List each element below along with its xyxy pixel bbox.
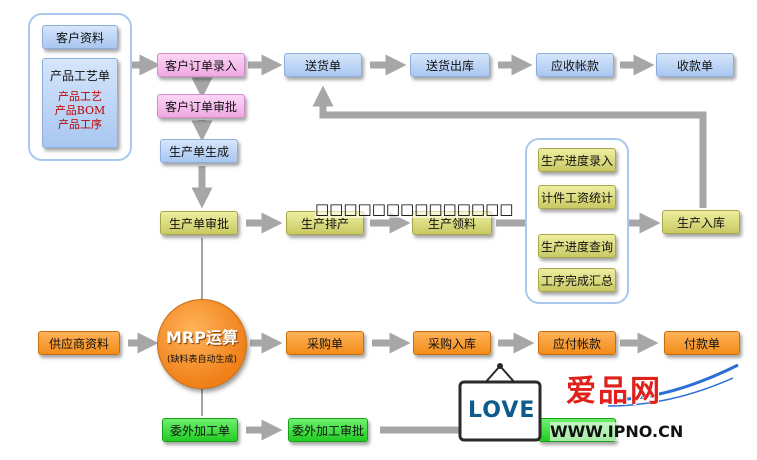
receivable-box[interactable]: 应收帐款	[536, 53, 614, 77]
site-title: 爱品网	[566, 374, 662, 409]
order-entry-label: 客户订单录入	[164, 58, 237, 73]
outsource-review-box[interactable]: 委外加工审批	[288, 418, 368, 442]
mrp-circle[interactable]: MRP运算 (缺料表自动生成)	[157, 299, 247, 389]
product-process-box[interactable]: 产品工艺单 产品工艺 产品BOM 产品工序	[42, 58, 118, 148]
payable-box[interactable]: 应付帐款	[538, 331, 616, 355]
progress-entry-box[interactable]: 生产进度录入	[538, 148, 616, 172]
customer-data-box[interactable]: 客户资料	[42, 25, 118, 49]
payable-label: 应付帐款	[552, 336, 601, 351]
order-review-box[interactable]: 客户订单审批	[157, 94, 245, 118]
product-process-line-1: 产品工艺	[58, 90, 102, 103]
outsource-order-label: 委外加工单	[169, 423, 230, 438]
purchase-order-label: 采购单	[306, 336, 343, 351]
production-generate-box[interactable]: 生产单生成	[160, 139, 238, 163]
production-approve-label: 生产单审批	[168, 216, 229, 231]
mrp-subtitle: (缺料表自动生成)	[166, 354, 238, 365]
piece-wage-box[interactable]: 计件工资统计	[538, 185, 616, 209]
supplier-box[interactable]: 供应商资料	[38, 331, 120, 355]
purchase-order-box[interactable]: 采购单	[286, 331, 364, 355]
watermark: LOVE 爱品网 WWW.IPNO.CN	[458, 360, 748, 452]
supplier-label: 供应商资料	[48, 336, 109, 351]
progress-entry-label: 生产进度录入	[540, 153, 613, 168]
outsource-review-label: 委外加工审批	[291, 423, 364, 438]
customer-data-label: 客户资料	[55, 30, 104, 45]
piece-wage-label: 计件工资统计	[540, 190, 613, 205]
delivery-out-label: 送货出库	[425, 58, 474, 73]
payment-label: 付款单	[683, 336, 720, 351]
watermark-graphic	[458, 363, 739, 442]
purchase-in-label: 采购入库	[427, 336, 476, 351]
site-url: WWW.IPNO.CN	[550, 422, 684, 441]
order-review-label: 客户订单审批	[164, 99, 237, 114]
delivery-note-box[interactable]: 送货单	[284, 53, 362, 77]
delivery-note-label: 送货单	[304, 58, 341, 73]
arrow-warehouse-to-delivery	[312, 85, 707, 208]
purchase-in-box[interactable]: 采购入库	[413, 331, 491, 355]
progress-query-label: 生产进度查询	[540, 239, 613, 254]
receipt-label: 收款单	[676, 58, 713, 73]
process-summary-box[interactable]: 工序完成汇总	[538, 268, 616, 292]
material-pick-label: 生产领料	[427, 216, 476, 231]
product-process-line-3: 产品工序	[58, 118, 102, 131]
scheduling-label: 生产排产	[300, 216, 349, 231]
swoosh-icon	[607, 363, 739, 402]
product-process-title: 产品工艺单	[49, 69, 110, 83]
overlay-text: □□□□□□□□□□□□□□	[315, 200, 514, 218]
order-entry-box[interactable]: 客户订单录入	[157, 53, 245, 77]
process-summary-label: 工序完成汇总	[540, 273, 613, 288]
production-approve-box[interactable]: 生产单审批	[160, 211, 238, 235]
warehouse-in-box[interactable]: 生产入库	[662, 210, 740, 234]
outsource-order-box[interactable]: 委外加工单	[162, 418, 238, 442]
production-generate-label: 生产单生成	[168, 144, 229, 159]
receipt-box[interactable]: 收款单	[656, 53, 734, 77]
love-badge: LOVE	[468, 398, 536, 423]
receivable-label: 应收帐款	[550, 58, 599, 73]
mrp-title: MRP运算	[166, 327, 238, 347]
delivery-out-box[interactable]: 送货出库	[410, 53, 490, 77]
progress-query-box[interactable]: 生产进度查询	[538, 234, 616, 258]
payment-box[interactable]: 付款单	[664, 331, 740, 355]
product-process-line-2: 产品BOM	[54, 104, 106, 117]
warehouse-in-label: 生产入库	[676, 215, 725, 230]
